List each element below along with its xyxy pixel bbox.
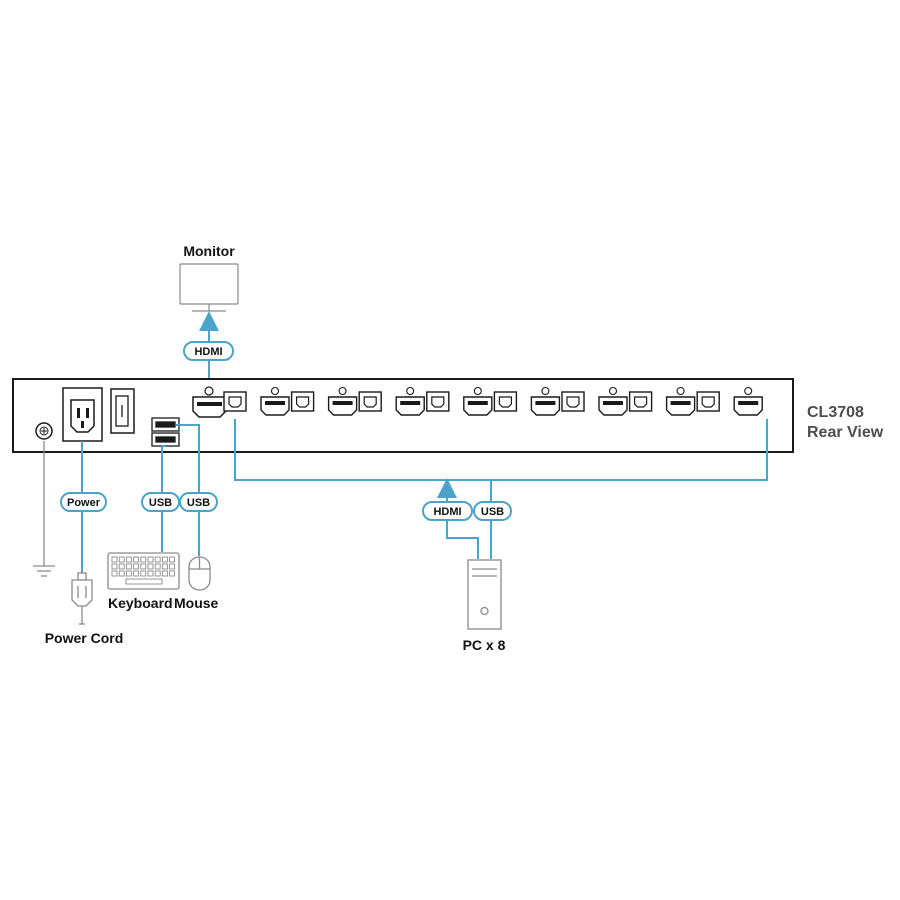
ground-screw-icon <box>35 422 53 440</box>
keyboard-key <box>118 570 125 577</box>
keyboard-key <box>133 563 140 570</box>
keyboard-key <box>133 570 140 577</box>
pc-label: PC x 8 <box>463 637 506 653</box>
svg-text:HDMI: HDMI <box>433 506 461 518</box>
keyboard-icon <box>107 552 180 590</box>
svg-text:USB: USB <box>187 497 210 509</box>
keyboard-key <box>140 570 147 577</box>
keyboard-key <box>161 556 168 563</box>
svg-text:Power: Power <box>67 497 101 509</box>
keyboard-key <box>154 570 161 577</box>
power-plug-icon <box>71 572 93 625</box>
ground-icon <box>33 441 55 577</box>
power-switch <box>110 388 135 434</box>
keyboard-key <box>154 563 161 570</box>
keyboard-key <box>147 570 154 577</box>
device-model: CL3708 <box>807 404 864 421</box>
monitor-icon <box>179 263 239 312</box>
usb-keyboard-pill: USB <box>141 492 180 512</box>
mouse-label: Mouse <box>174 595 219 611</box>
keyboard-key <box>125 556 132 563</box>
pc-port-group <box>358 386 425 416</box>
keyboard-key <box>140 563 147 570</box>
keyboard-key <box>147 556 154 563</box>
keyboard-key <box>125 570 132 577</box>
svg-text:USB: USB <box>149 497 172 509</box>
pc-hdmi-cable <box>446 520 479 559</box>
hdmi-monitor-pill: HDMI <box>183 341 234 361</box>
keyboard-key <box>161 570 168 577</box>
keyboard-key <box>169 563 176 570</box>
keyboard-key <box>118 563 125 570</box>
keyboard-key <box>111 570 118 577</box>
keyboard-key <box>147 563 154 570</box>
kvm-rear-panel <box>12 378 794 453</box>
mouse-icon <box>188 556 211 591</box>
svg-text:HDMI: HDMI <box>194 346 222 358</box>
monitor-label: Monitor <box>183 243 235 259</box>
hdmi-pc-pill: HDMI <box>422 501 473 521</box>
pc-port-group <box>696 386 763 416</box>
usb-mouse-pill: USB <box>179 492 218 512</box>
mouse-usb-cable <box>176 424 200 556</box>
pc-port-group <box>223 386 290 416</box>
keyboard-key <box>169 570 176 577</box>
keyboard-key <box>154 556 161 563</box>
keyboard-usb-cable <box>161 445 166 552</box>
pc-port-group <box>561 386 628 416</box>
power-pill: Power <box>60 492 107 512</box>
device-view: Rear View <box>807 424 884 441</box>
keyboard-label: Keyboard <box>108 595 173 611</box>
keyboard-key <box>111 556 118 563</box>
keyboard-key <box>169 556 176 563</box>
pc-tower-icon <box>467 559 502 630</box>
usb-pc-pill: USB <box>473 501 512 521</box>
keyboard-key <box>111 563 118 570</box>
keyboard-key <box>133 556 140 563</box>
keyboard-spacebar <box>125 578 163 585</box>
pc-port-group <box>493 386 561 416</box>
power-cord-label: Power Cord <box>45 630 124 646</box>
keyboard-key <box>140 556 147 563</box>
pc-port-group <box>290 386 358 416</box>
keyboard-key <box>161 563 168 570</box>
pc-bus-cable <box>234 419 768 481</box>
keyboard-key <box>125 563 132 570</box>
pc-port-groups <box>223 386 763 416</box>
keyboard-key <box>118 556 125 563</box>
svg-text:USB: USB <box>481 506 504 518</box>
pc-port-group <box>426 386 493 416</box>
pc-port-group <box>628 386 696 416</box>
power-socket-icon <box>62 387 103 442</box>
